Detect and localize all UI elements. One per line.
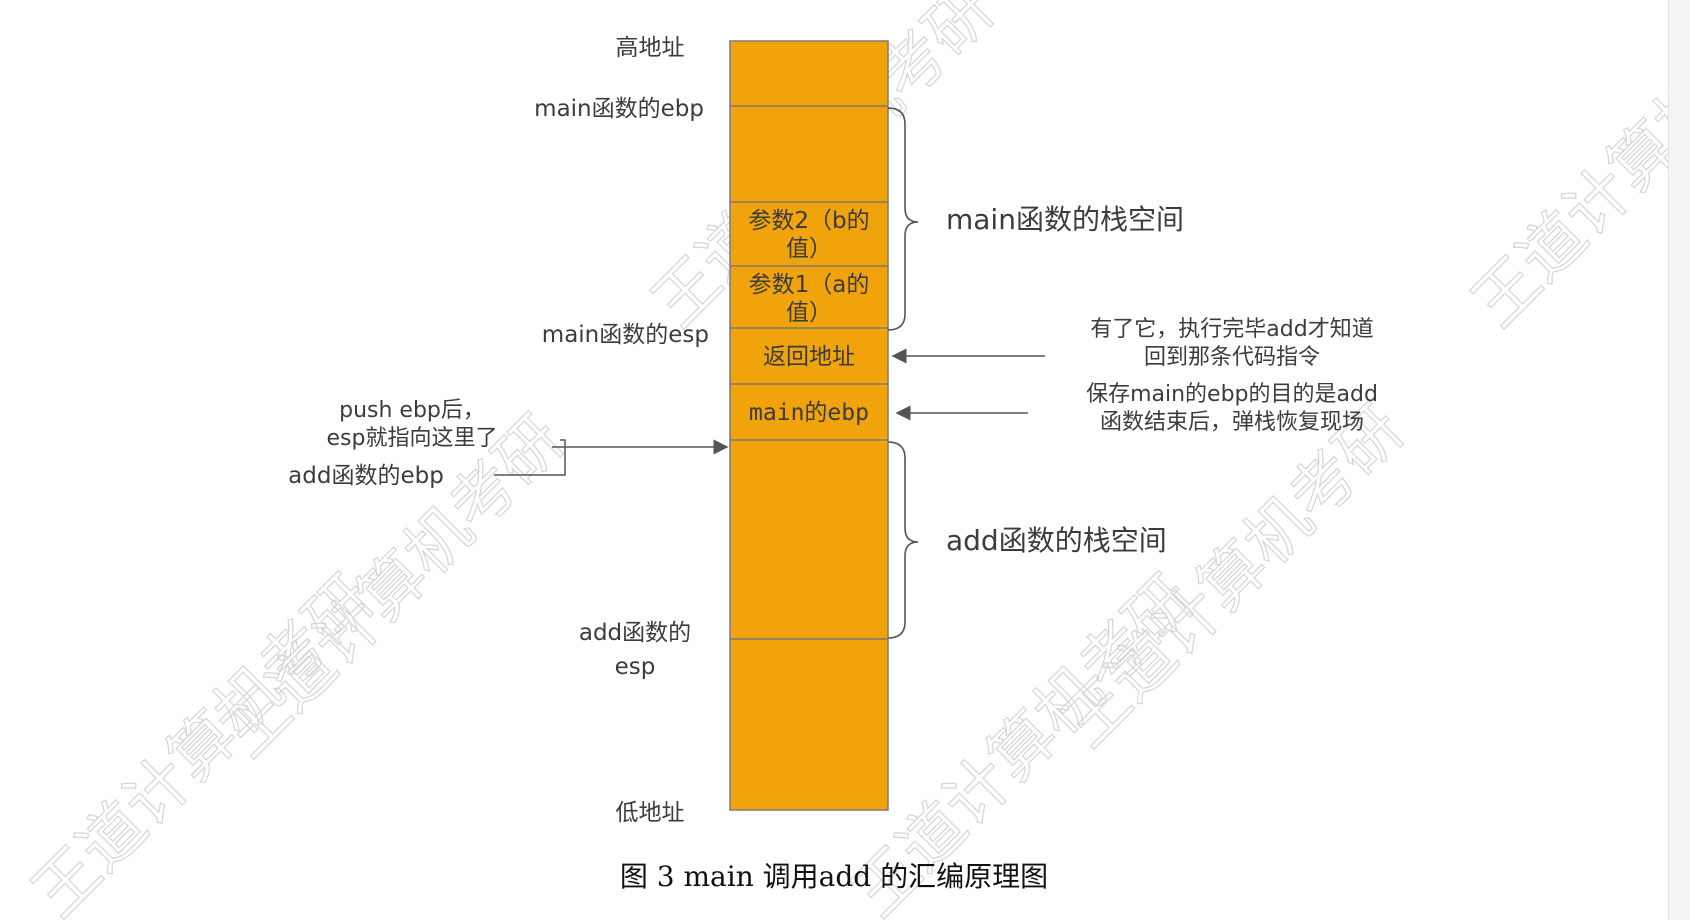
add-stack-brace (887, 441, 919, 639)
cell-param2-line1: 参数2（b的 (748, 208, 869, 234)
cell-param2-line2: 值） (786, 236, 832, 262)
add-esp-label-line2: esp (615, 654, 656, 680)
add-esp-label-line1: add函数的 (579, 620, 691, 646)
return-address-note-line2: 回到那条代码指令 (1144, 345, 1320, 370)
main-stack-space-label: main函数的栈空间 (946, 203, 1184, 236)
push-ebp-note-line2: esp就指向这里了 (327, 426, 498, 451)
high-address-label: 高地址 (616, 35, 685, 61)
ebp-note-line2: 函数结束后，弹栈恢复现场 (1100, 410, 1364, 435)
stack-dividers (730, 105, 888, 640)
add-ebp-leader-line (494, 439, 566, 476)
push-ebp-note-line1: push ebp后， (339, 398, 485, 423)
add-ebp-label: add函数的ebp (288, 463, 444, 489)
stack-column (729, 40, 889, 811)
cell-main-ebp: main的ebp (749, 400, 869, 426)
cell-param1-line2: 值） (786, 300, 832, 326)
ebp-note-line1: 保存main的ebp的目的是add (1086, 382, 1378, 407)
cell-return-address: 返回地址 (763, 344, 855, 370)
main-esp-label: main函数的esp (542, 322, 709, 348)
low-address-label: 低地址 (616, 800, 685, 826)
cell-param1-line1: 参数1（a的 (749, 272, 870, 298)
add-stack-space-label: add函数的栈空间 (946, 524, 1167, 557)
return-address-note-line1: 有了它，执行完毕add才知道 (1090, 317, 1373, 342)
main-ebp-label: main函数的ebp (534, 96, 704, 122)
watermark-text: 王道计算机考研 (1459, 0, 1668, 341)
main-stack-brace (887, 107, 919, 331)
figure-caption: 图 3 main 调用add 的汇编原理图 (619, 860, 1049, 893)
page-edge-strip (1668, 0, 1690, 920)
